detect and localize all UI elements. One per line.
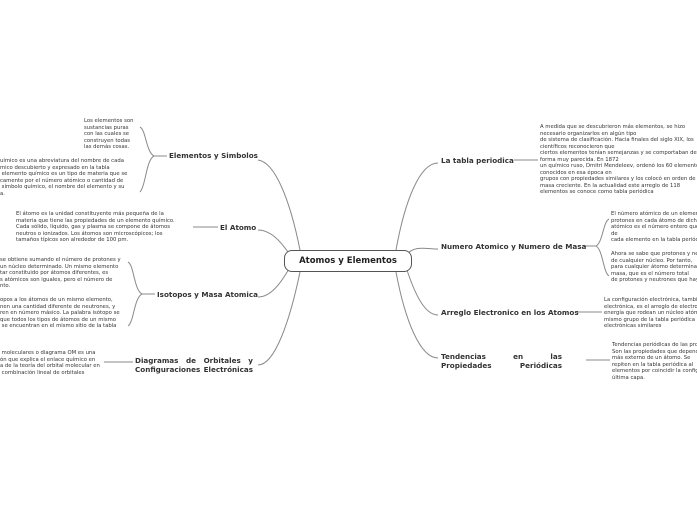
topic-numero-atomico[interactable]: Numero Atomico y Numero de Masa <box>441 242 587 251</box>
note-isotopos-1: se obtiene sumando el número de protones… <box>0 257 121 289</box>
topic-arreglo-electronico[interactable]: Arreglo Electronico en los Atomos <box>441 308 579 317</box>
connector-tendencias <box>395 271 439 359</box>
note-numero-1: El número atómico de un elemento protone… <box>611 211 697 243</box>
link-isotopos-notes <box>127 261 155 327</box>
note-elementos-2: uímico es una abreviatura del nombre de … <box>0 158 128 197</box>
note-elementos-1: Los elementos son sustancias puras con l… <box>84 118 134 150</box>
connector-atomo <box>257 229 291 256</box>
topic-elementos-y-simbolos[interactable]: Elementos y Simbolos <box>169 151 258 160</box>
topic-diagramas[interactable]: Diagramas de Orbitales y Configuraciones… <box>135 356 253 374</box>
link-numero-notes <box>584 218 610 277</box>
topic-isotopos[interactable]: Isotopos y Masa Atomica <box>157 290 258 299</box>
connector-isotopos <box>257 266 291 298</box>
link-elementos-notes <box>139 126 167 193</box>
topic-tabla-periodica[interactable]: La tabla periodica <box>441 156 514 165</box>
connector-elementos <box>257 159 301 251</box>
note-tendencias: Tendencias periódicas de las propiedades… <box>612 342 697 381</box>
note-arreglo: La configuración electrónica, también el… <box>604 297 697 329</box>
topic-tendencias[interactable]: Tendencias en las Propiedades Periódicas <box>441 352 562 370</box>
note-tabla: A medida que se descubrieron más element… <box>540 124 697 195</box>
connector-arreglo <box>405 266 439 316</box>
connector-diagramas <box>257 271 301 366</box>
topic-el-atomo[interactable]: El Atomo <box>220 223 257 232</box>
note-numero-2: Ahora se sabe que protones y neutrones d… <box>611 251 697 283</box>
note-atomo: El átomo es la unidad constituyente más … <box>16 211 175 243</box>
note-isotopos-2: opos a los átomos de un mismo elemento, … <box>0 297 120 329</box>
central-topic[interactable]: Atomos y Elementos <box>284 250 412 272</box>
connector-tabla <box>395 162 439 251</box>
note-diagramas: moleculares o diagrama OM es una ón que … <box>0 350 100 376</box>
